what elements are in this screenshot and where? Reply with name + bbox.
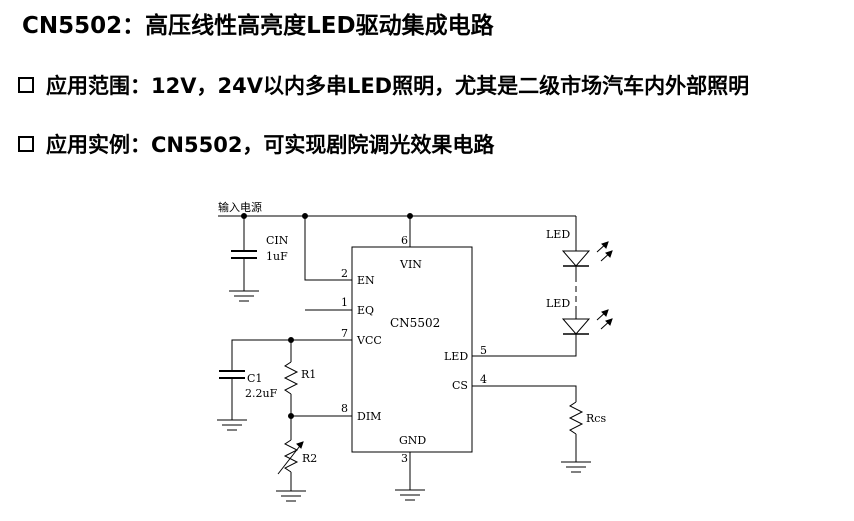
led-bottom-diode-icon bbox=[561, 309, 613, 335]
cin-label: CIN bbox=[266, 234, 289, 247]
input-power-label: 输入电源 bbox=[218, 200, 262, 214]
c1-label: C1 bbox=[247, 372, 262, 385]
pin-number: 3 bbox=[401, 452, 408, 465]
pin-name: EN bbox=[357, 274, 375, 287]
rcs-label: Rcs bbox=[586, 412, 606, 425]
pin-name: VCC bbox=[356, 334, 382, 347]
page-title: CN5502：高压线性高亮度LED驱动集成电路 bbox=[22, 13, 494, 39]
r1-label: R1 bbox=[301, 368, 316, 381]
led-top-diode-icon bbox=[561, 241, 613, 267]
bullet-text: 应用范围：12V，24V以内多串LED照明，尤其是二级市场汽车内外部照明 bbox=[46, 74, 750, 98]
pin-name: LED bbox=[444, 350, 468, 363]
cn5502-chip bbox=[351, 246, 473, 453]
r1-resistor bbox=[283, 340, 299, 416]
pin-number: 7 bbox=[341, 327, 348, 340]
pin-name: VIN bbox=[399, 258, 422, 271]
pin-number: 5 bbox=[480, 344, 487, 357]
bullet-application-example: 应用实例：CN5502，可实现剧院调光效果电路 bbox=[18, 129, 494, 159]
c1-value: 2.2uF bbox=[245, 387, 278, 400]
r2-label: R2 bbox=[302, 452, 317, 465]
pin-name: GND bbox=[399, 434, 426, 447]
led-pin-wire bbox=[472, 334, 577, 357]
cin-capacitor bbox=[229, 216, 259, 302]
r2-variable-resistor bbox=[276, 416, 306, 502]
led-bottom-label: LED bbox=[546, 297, 570, 310]
pin-name: EQ bbox=[357, 304, 374, 317]
pin-name: CS bbox=[452, 379, 468, 392]
bullet-square-icon bbox=[18, 136, 34, 152]
rcs-resistor bbox=[561, 401, 591, 473]
bullet-text: 应用实例：CN5502，可实现剧院调光效果电路 bbox=[46, 133, 495, 157]
cin-value: 1uF bbox=[266, 250, 288, 263]
bullet-application-range: 应用范围：12V，24V以内多串LED照明，尤其是二级市场汽车内外部照明 bbox=[18, 70, 749, 100]
pin-name: DIM bbox=[357, 410, 381, 423]
c1-capacitor bbox=[217, 370, 247, 431]
pin-number: 4 bbox=[480, 373, 487, 386]
led-top-label: LED bbox=[546, 228, 570, 241]
en-wire bbox=[304, 216, 352, 281]
pin-number: 8 bbox=[341, 402, 348, 415]
vcc-wire bbox=[231, 339, 352, 371]
chip-name: CN5502 bbox=[390, 316, 440, 330]
pin-number: 6 bbox=[401, 234, 408, 247]
pin-number: 2 bbox=[341, 267, 348, 280]
chip-ground bbox=[395, 452, 425, 501]
cs-wire bbox=[472, 385, 577, 402]
pin-number: 1 bbox=[341, 296, 348, 309]
bullet-square-icon bbox=[18, 77, 34, 93]
